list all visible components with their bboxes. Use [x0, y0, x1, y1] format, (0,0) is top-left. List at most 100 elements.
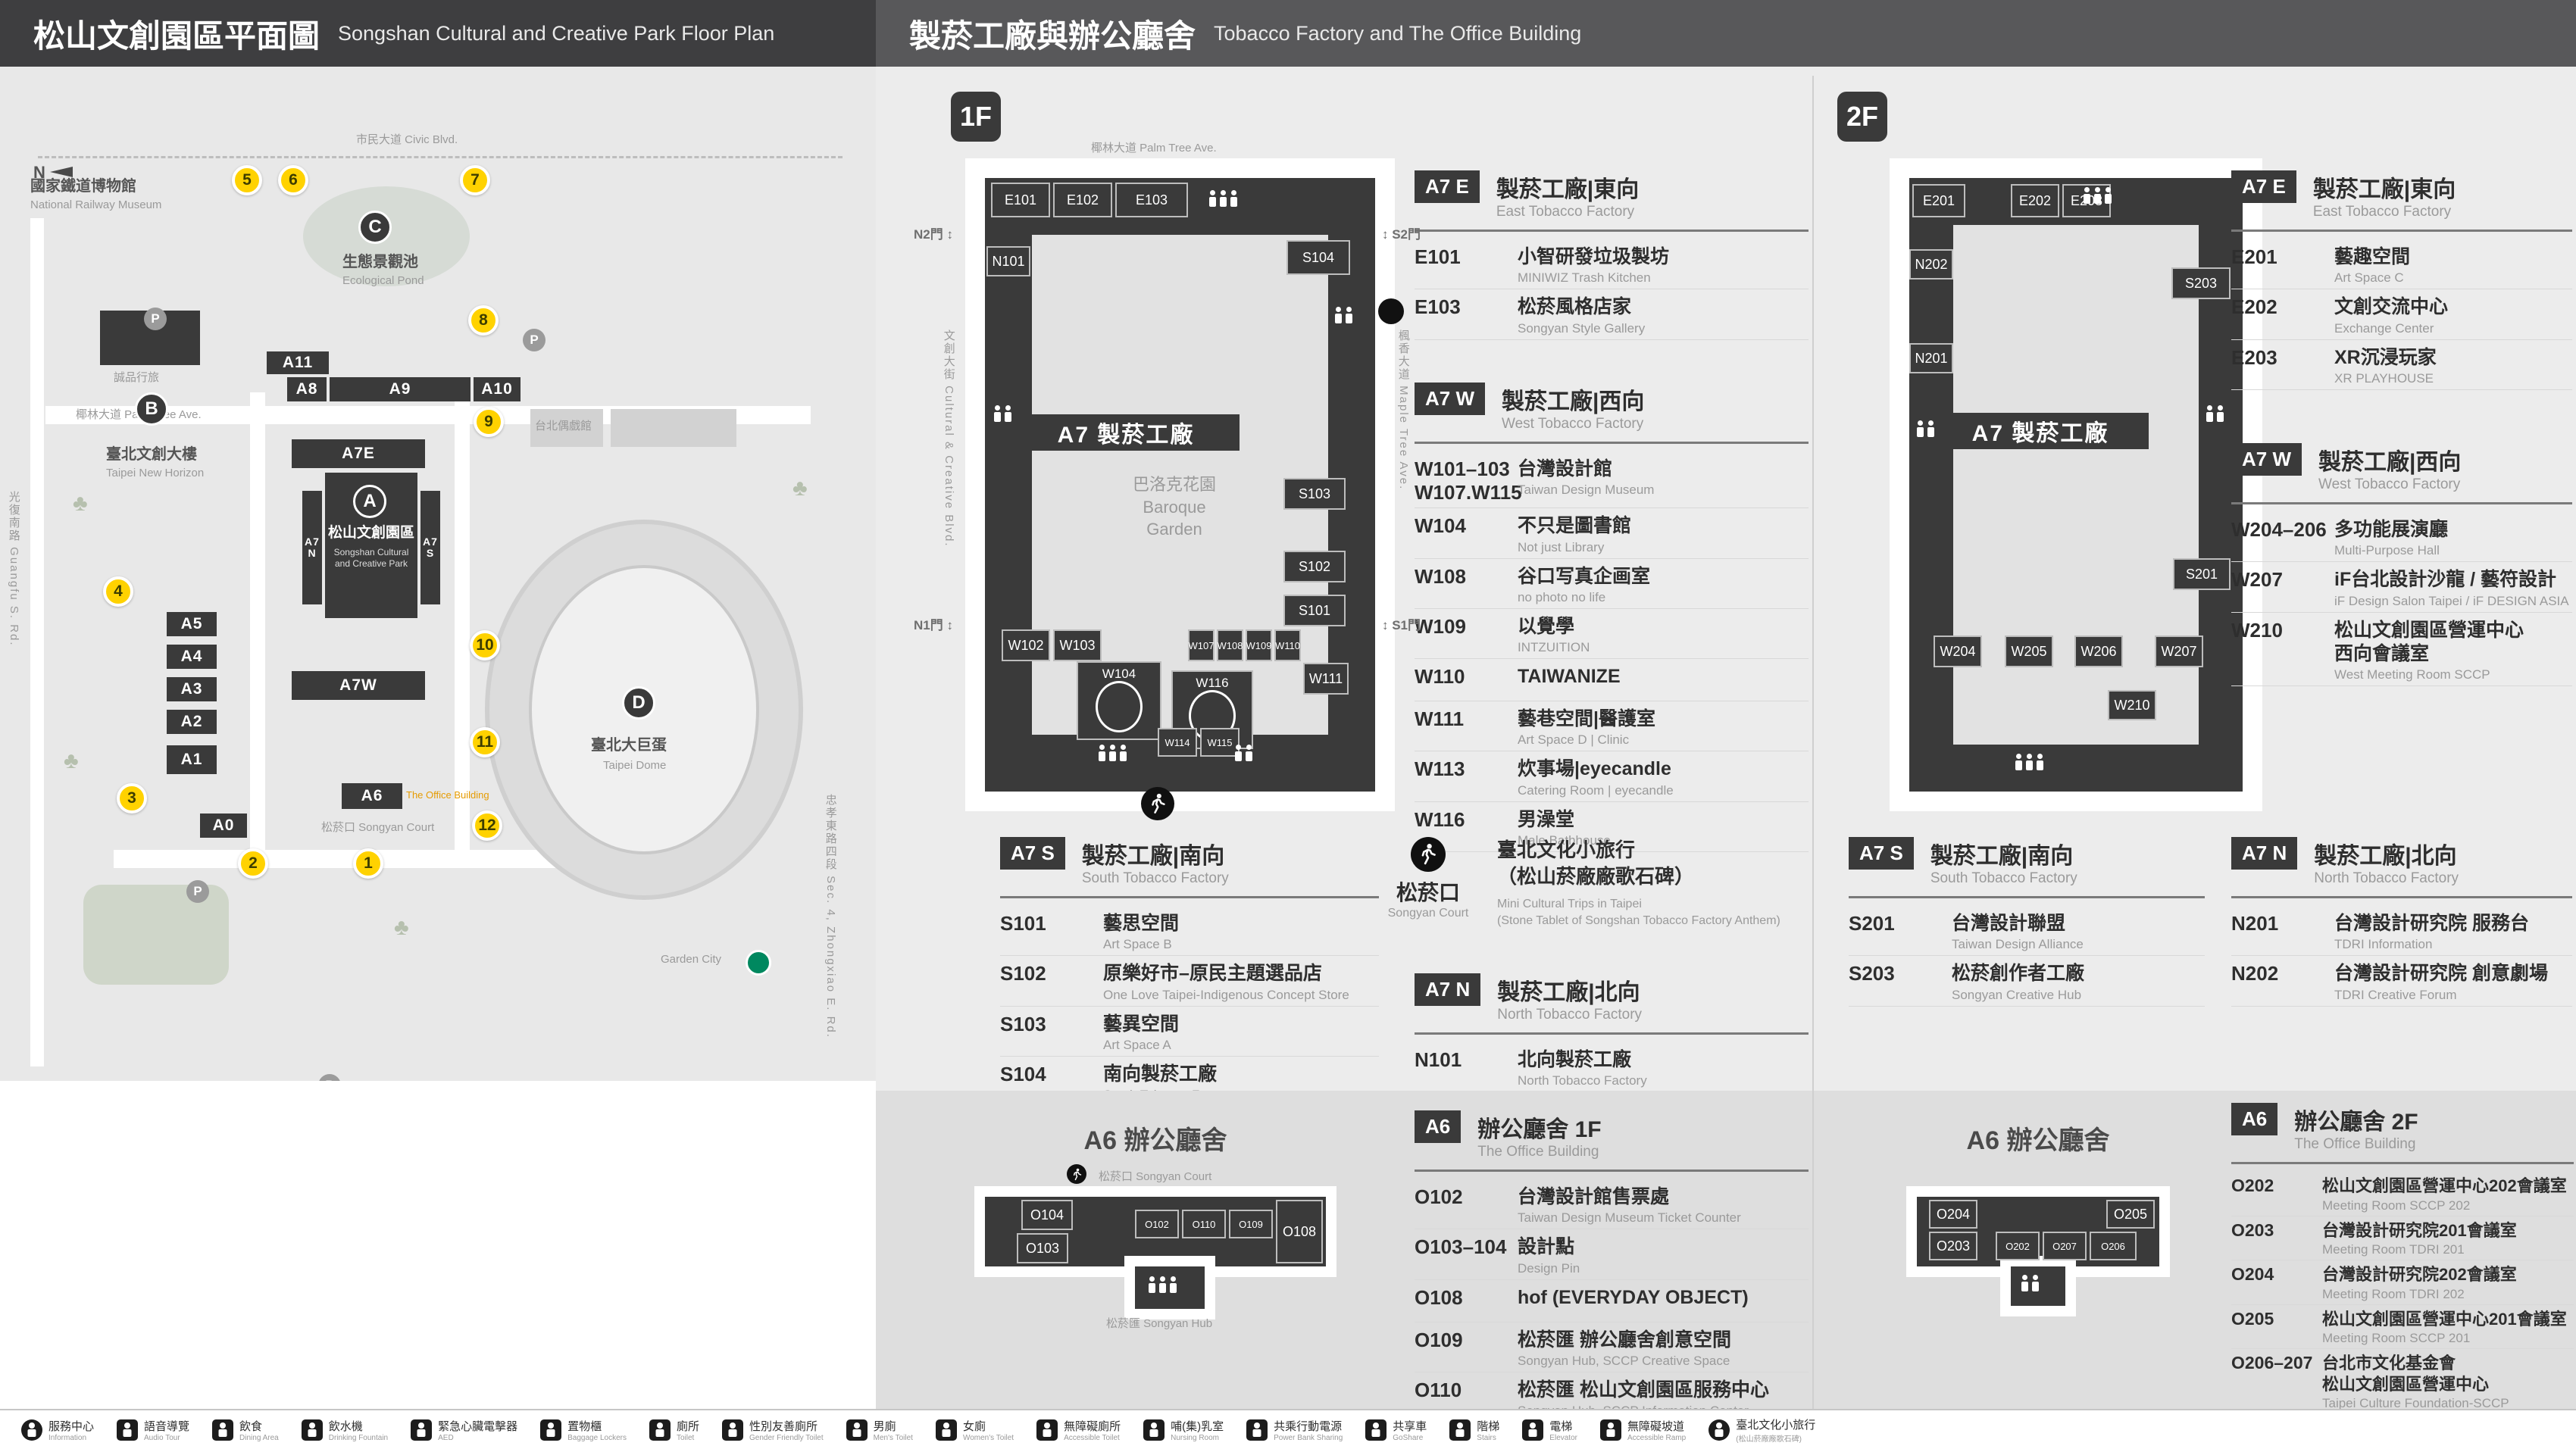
entrance-marker-5: 5: [232, 165, 262, 195]
room-name-zh: XR沉浸玩家: [2334, 346, 2437, 368]
section-title-zh: 辦公廳舍 1F: [1477, 1117, 1602, 1142]
room-code: O203: [2231, 1219, 2274, 1240]
room-code: W210: [2231, 618, 2283, 642]
room-name-zh: 原樂好市–原民主題選品店: [1103, 963, 1322, 985]
room-e202: E202: [2011, 184, 2059, 217]
footer-label-zh: 共享車: [1393, 1419, 1427, 1433]
room-code: S101: [1000, 912, 1046, 935]
block-label: S201: [2185, 566, 2218, 582]
building-a1: A1: [167, 745, 217, 774]
room-name-zh: 藝趣空間: [2334, 246, 2411, 267]
room-o103: O103: [1017, 1233, 1068, 1263]
maple-tree-ave-label: 楓香大道 Maple Tree Ave.: [1396, 329, 1410, 491]
room-name-en: Multi-Purpose Hall: [2334, 543, 2440, 558]
baroque-garden-label: 巴洛克花園 Baroque Garden: [1132, 475, 1216, 539]
block-label: A3: [180, 680, 203, 698]
marker-d-dome: D: [622, 686, 655, 720]
room-name-zh: 松山文創園區營運中心201會議室: [2322, 1309, 2567, 1329]
entrance-marker-10: 10: [470, 630, 500, 660]
map-legend: N園區入口EntranceA松山文創園區Songshan Cultural an…: [0, 1081, 876, 1409]
power-bank-icon: [1246, 1419, 1268, 1441]
dining-icon: [212, 1419, 234, 1441]
block-label: O203: [1936, 1238, 1971, 1254]
room-name-zh: 文創交流中心: [2334, 296, 2449, 318]
room-code: S103: [1000, 1012, 1046, 1035]
person-icon: [1109, 745, 1116, 761]
gate-n1-label: N1門 ↕: [914, 618, 953, 632]
block-label: A10: [481, 380, 513, 398]
block-label: S101: [1298, 602, 1331, 618]
footer-label-en: Audio Tour: [144, 1433, 180, 1442]
room-e102: E102: [1053, 183, 1112, 217]
park-map-title-zh: 松山文創園區平面圖: [33, 17, 320, 54]
room-name-zh: 松菸匯 辦公廳舍創意空間: [1518, 1329, 1731, 1351]
road-west: [30, 218, 44, 1066]
room-name-en: Catering Room | eyecandle: [1518, 782, 1674, 798]
room-name-en: Exchange Center: [2334, 320, 2434, 336]
person-icon: [1159, 1276, 1166, 1293]
court-description-zh: 臺北文化小旅行 （松山菸廠廠歌石碑）: [1497, 838, 1695, 888]
building-a8: A8: [287, 377, 327, 401]
person-icon: [1220, 190, 1227, 207]
person-icon: [2026, 754, 2033, 770]
footer-label-zh: 服務中心: [48, 1419, 95, 1433]
block-label: O202: [2005, 1240, 2030, 1252]
footer-label-zh: 女廁: [962, 1419, 986, 1433]
court-description-en: Mini Cultural Trips in Taipei (Stone Tab…: [1497, 898, 1780, 927]
tobacco-factory-title-en: Tobacco Factory and The Office Building: [1214, 21, 1582, 45]
footer-label-zh: 置物櫃: [567, 1419, 602, 1433]
room-o206: O206: [2090, 1232, 2137, 1260]
guangfu-rd-label: 光復南路 Guangfu S. Rd.: [7, 491, 20, 647]
room-s104: S104: [1286, 240, 1350, 275]
room-w205: W205: [2005, 635, 2053, 667]
section-title-en: The Office Building: [2294, 1136, 2416, 1152]
room-name-en: Art Space B: [1103, 937, 1172, 952]
room-code: W113: [1415, 757, 1465, 781]
songyan-court-walking-icon: [1141, 787, 1174, 820]
palm-tree-ave-label: 椰林大道 Palm Tree Ave.: [1091, 142, 1217, 155]
section-badge: A7 W: [2231, 443, 2302, 476]
section-title-en: South Tobacco Factory: [1930, 870, 2077, 886]
parking-icon: P: [523, 329, 546, 351]
entrance-marker-4: 4: [103, 576, 133, 607]
room-code: O108: [1415, 1285, 1463, 1309]
restroom-icons: [1149, 1276, 1177, 1293]
songyan-court-description: 臺北文化小旅行 （松山菸廠廠歌石碑） Mini Cultural Trips i…: [1497, 837, 1780, 929]
floor-1f-badge: 1F: [951, 92, 1001, 142]
room-w110: W110: [1274, 629, 1301, 661]
drinking-fountain-icon: [301, 1419, 323, 1441]
parking-icon: P: [318, 1074, 341, 1081]
block-label: N201: [1915, 350, 1948, 366]
eslite-hotel-label: 誠品行旅: [114, 371, 160, 384]
section-title-zh: 製菸工廠|西向: [1502, 389, 1645, 414]
room-code: E201: [2231, 245, 2277, 268]
building-a10: A10: [474, 377, 521, 401]
civic-blvd-label: 市民大道 Civic Blvd.: [356, 133, 458, 146]
section-title-zh: 製菸工廠|南向: [1930, 844, 2074, 869]
person-icon: [1120, 745, 1127, 761]
facility-icon: [1378, 298, 1404, 325]
room-s102: S102: [1283, 551, 1346, 582]
marker-c-pond: C: [358, 211, 392, 244]
footer-label-en: Information: [48, 1433, 87, 1442]
block-label: O103: [1025, 1240, 1060, 1256]
